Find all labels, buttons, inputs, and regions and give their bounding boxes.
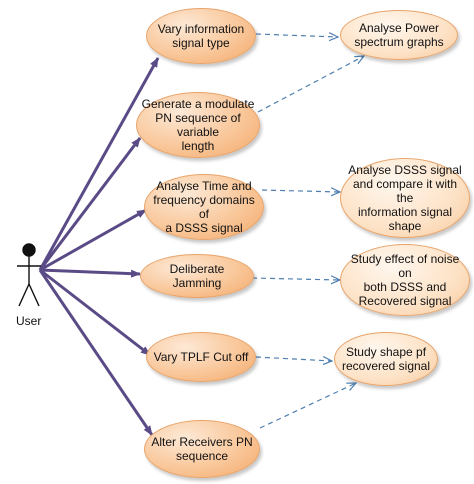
association-vary-info xyxy=(38,57,160,271)
association-tplf xyxy=(39,268,151,357)
result-shape-recovered: Study shape pf recovered signal xyxy=(334,332,438,386)
use-case-deliberate-jamming: Deliberate Jamming xyxy=(140,254,254,298)
dependency-tplf-shape xyxy=(255,357,332,361)
dependency-vary-power xyxy=(255,34,338,37)
result-noise-effect: Study effect of noise on both DSSS and R… xyxy=(340,244,470,316)
association-alter-pn xyxy=(38,269,154,436)
association-analyse-tf xyxy=(39,208,147,272)
dependency-pn-power xyxy=(257,56,364,113)
use-case-analyse-time-frequency: Analyse Time and frequency domains of a … xyxy=(144,174,264,240)
user-actor-icon xyxy=(17,243,41,307)
use-case-alter-receivers-pn: Alter Receivers PN sequence xyxy=(144,420,260,478)
dependency-alter-shape xyxy=(259,383,356,429)
actor-label: User xyxy=(16,314,42,328)
use-case-vary-tplf: Vary TPLF Cut off xyxy=(146,332,256,382)
result-power-spectrum: Analyse Power spectrum graphs xyxy=(340,10,458,60)
dependency-tf-dsss xyxy=(261,190,340,192)
association-gen-pn xyxy=(38,137,142,271)
result-dsss-compare: Analyse DSSS signal and compare it with … xyxy=(340,158,470,238)
use-case-generate-pn: Generate a modulate PN sequence of varia… xyxy=(136,92,260,158)
use-case-vary-information: Vary information signal type xyxy=(146,8,256,64)
dependency-jam-noise xyxy=(251,278,340,280)
association-jamming xyxy=(39,268,141,278)
